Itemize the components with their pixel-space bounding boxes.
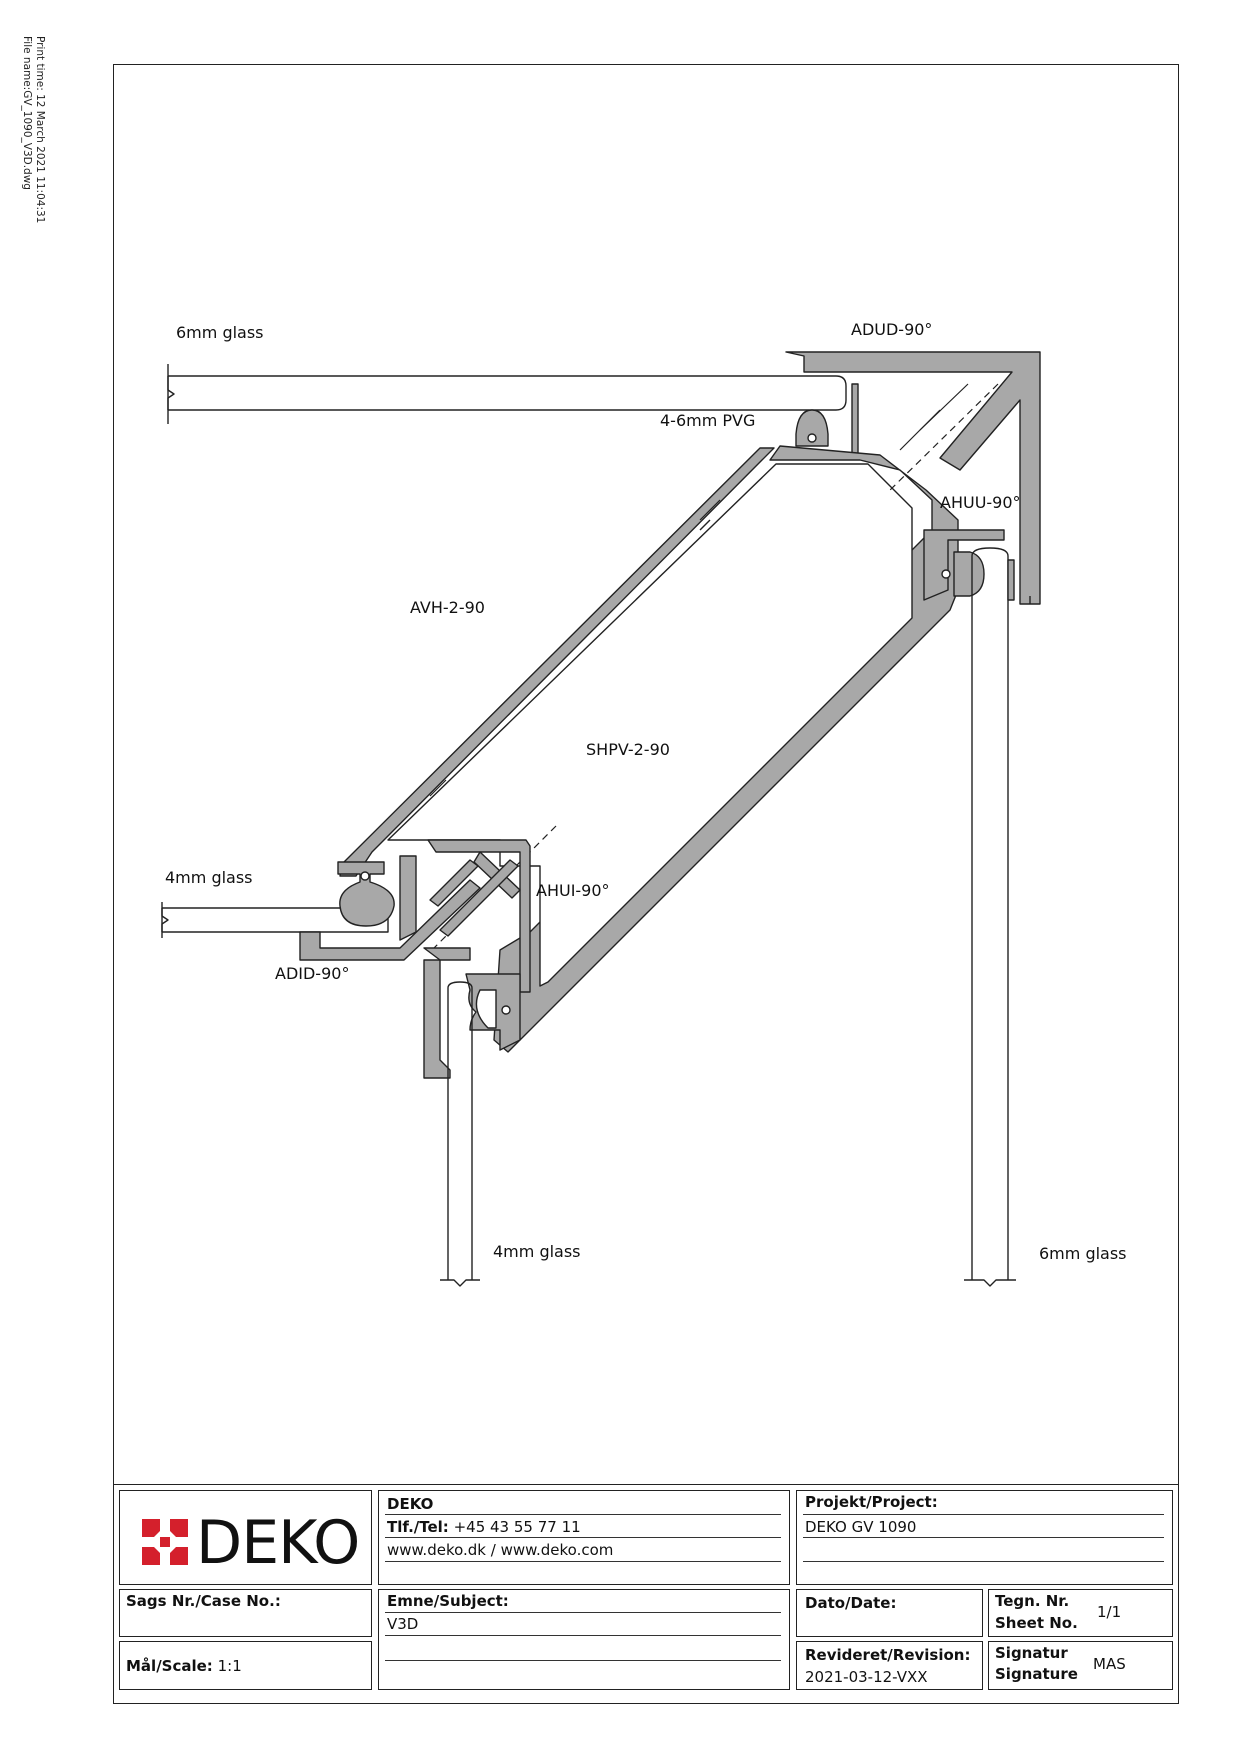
label-6mm-glass-bottom: 6mm glass xyxy=(1039,1244,1127,1263)
signature-box: Signatur Signature MAS xyxy=(988,1641,1173,1690)
signature-label-1: Signatur xyxy=(995,1644,1068,1662)
company-web: www.deko.dk / www.deko.com xyxy=(387,1541,614,1559)
signature-value: MAS xyxy=(1093,1655,1126,1673)
label-adud: ADUD-90° xyxy=(851,320,933,339)
project-label: Projekt/Project: xyxy=(805,1493,938,1511)
gasket-left xyxy=(337,855,417,941)
gasket-pvg-top xyxy=(795,383,859,457)
profile-ahui xyxy=(427,839,531,993)
revision-value: 2021-03-12-VXX xyxy=(805,1668,928,1686)
subject-value: V3D xyxy=(387,1615,419,1633)
profile-adud xyxy=(785,351,1041,605)
company-phone: Tlf./Tel: +45 43 55 77 11 xyxy=(387,1518,581,1536)
label-ahui: AHUI-90° xyxy=(536,881,610,900)
scale: Mål/Scale: 1:1 xyxy=(126,1657,242,1675)
project-value: DEKO GV 1090 xyxy=(805,1518,917,1536)
sheet-label-1: Tegn. Nr. xyxy=(995,1592,1070,1610)
profile-adid xyxy=(299,879,481,961)
label-ahuu: AHUU-90° xyxy=(940,493,1021,512)
project-box: Projekt/Project: DEKO GV 1090 xyxy=(796,1490,1173,1585)
glass-4mm-vertical xyxy=(440,981,480,1287)
sheet-value: 1/1 xyxy=(1097,1603,1122,1621)
company-box: DEKO Tlf./Tel: +45 43 55 77 11 www.deko.… xyxy=(378,1490,790,1585)
subject-box: Emne/Subject: V3D xyxy=(378,1589,790,1690)
profile-right-tail xyxy=(1007,559,1015,601)
label-shpv: SHPV-2-90 xyxy=(586,740,670,759)
label-pvg: 4-6mm PVG xyxy=(660,411,756,430)
gasket-ahuu xyxy=(923,529,1005,601)
label-adid: ADID-90° xyxy=(275,964,350,983)
label-avh: AVH-2-90 xyxy=(410,598,485,617)
date-box: Dato/Date: xyxy=(796,1589,983,1637)
title-block-separator xyxy=(113,1484,1179,1485)
gasket-bottom xyxy=(465,973,521,1051)
label-4mm-glass-left: 4mm glass xyxy=(165,868,253,887)
sheet-box: Tegn. Nr. Sheet No. 1/1 xyxy=(988,1589,1173,1637)
case-label: Sags Nr./Case No.: xyxy=(126,1592,281,1610)
scale-box: Mål/Scale: 1:1 xyxy=(119,1641,372,1690)
logo-box: DEKO xyxy=(119,1490,372,1585)
case-box: Sags Nr./Case No.: xyxy=(119,1589,372,1637)
profile-slant-details xyxy=(429,383,969,797)
sheet-label-2: Sheet No. xyxy=(995,1614,1078,1632)
company-name: DEKO xyxy=(387,1495,434,1513)
deko-logo-icon xyxy=(142,1519,188,1565)
signature-label-2: Signature xyxy=(995,1665,1078,1683)
subject-label: Emne/Subject: xyxy=(387,1592,509,1610)
deko-logo: DEKO xyxy=(140,1508,370,1578)
glass-6mm-top xyxy=(167,364,847,424)
glass-4mm-left xyxy=(161,902,389,938)
date-label: Dato/Date: xyxy=(805,1594,897,1612)
label-4mm-glass-bottom: 4mm glass xyxy=(493,1242,581,1261)
revision-box: Revideret/Revision: 2021-03-12-VXX xyxy=(796,1641,983,1690)
revision-label: Revideret/Revision: xyxy=(805,1646,971,1664)
deko-logo-text: DEKO xyxy=(196,1508,360,1578)
glass-6mm-vertical xyxy=(964,547,1016,1287)
label-6mm-glass-top: 6mm glass xyxy=(176,323,264,342)
profile-bottom-stem xyxy=(423,947,471,1079)
drawing-frame xyxy=(113,64,1179,1704)
